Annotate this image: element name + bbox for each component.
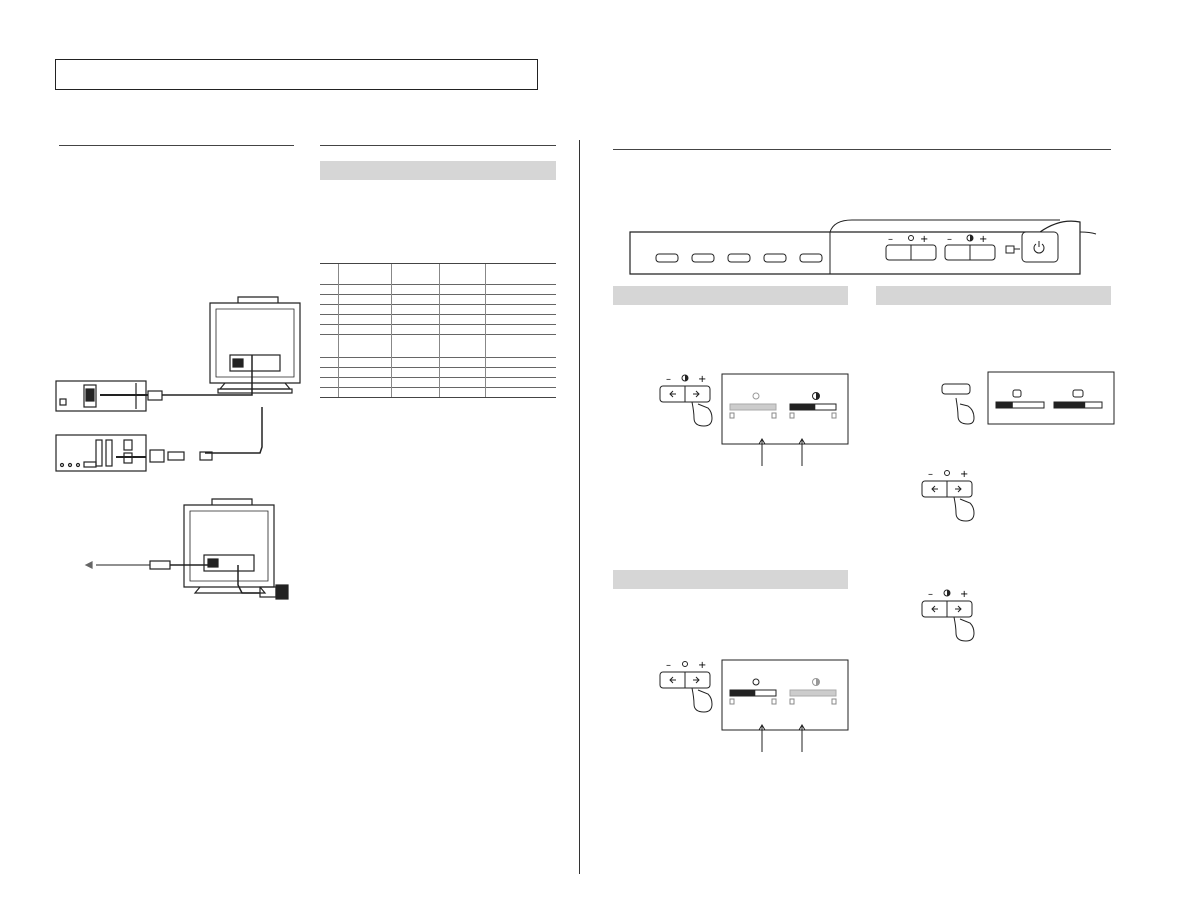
power-icon bbox=[1033, 241, 1045, 254]
finger-icon bbox=[955, 397, 975, 425]
sun-icon bbox=[752, 392, 760, 400]
table-row bbox=[320, 387, 556, 398]
middle-section-rule bbox=[320, 145, 556, 146]
contrast-bar bbox=[789, 689, 837, 697]
table-row bbox=[320, 334, 556, 358]
contrast-plus-label: + bbox=[979, 234, 987, 245]
sun-icon bbox=[944, 470, 950, 476]
plus-label: + bbox=[960, 589, 968, 600]
menu-button[interactable] bbox=[799, 253, 823, 263]
size-adjust-figure bbox=[941, 371, 1115, 425]
sun-icon bbox=[752, 678, 760, 686]
finger-icon bbox=[953, 616, 975, 642]
table-row bbox=[320, 284, 556, 295]
brightness-plus-label: + bbox=[920, 234, 928, 245]
connection-illustration bbox=[55, 296, 301, 600]
right-arrow-icon bbox=[955, 485, 962, 493]
table-row bbox=[320, 304, 556, 315]
table-row bbox=[320, 294, 556, 305]
left-arrow-icon bbox=[669, 676, 676, 684]
plus-label: + bbox=[698, 660, 706, 671]
middle-section-band bbox=[320, 161, 556, 180]
left-section-rule bbox=[59, 145, 294, 146]
power-button[interactable] bbox=[1021, 231, 1059, 263]
title-box bbox=[55, 59, 538, 90]
contrast-control-figure: –+ bbox=[921, 589, 975, 642]
minus-label: – bbox=[928, 589, 933, 600]
front-panel: – + – + bbox=[629, 219, 1097, 275]
minus-label: – bbox=[666, 374, 671, 385]
left-arrow-icon bbox=[931, 605, 938, 613]
table-row bbox=[320, 324, 556, 335]
brightness-control-figure: –+ bbox=[921, 469, 975, 522]
brightness-minus-label: – bbox=[888, 234, 893, 245]
size-left-icon bbox=[1012, 389, 1022, 398]
size-left-bar-fill bbox=[996, 402, 1013, 408]
table-row bbox=[320, 367, 556, 378]
osd-window bbox=[987, 371, 1115, 425]
size-right-icon bbox=[1072, 389, 1084, 398]
left-arrow-icon bbox=[931, 485, 938, 493]
brightness-adjust-figure: –+ bbox=[659, 659, 849, 752]
finger-icon bbox=[953, 496, 975, 522]
minus-label: – bbox=[666, 660, 671, 671]
plus-label: + bbox=[698, 374, 706, 385]
power-indicator bbox=[1005, 245, 1015, 254]
menu-button[interactable] bbox=[763, 253, 787, 263]
table-row bbox=[320, 357, 556, 368]
contrast-minus-label: – bbox=[947, 234, 952, 245]
brightness-control[interactable]: – + bbox=[885, 234, 937, 261]
brightness-bar bbox=[729, 403, 777, 411]
minus-label: – bbox=[928, 469, 933, 480]
contrast-control[interactable]: – + bbox=[944, 234, 996, 261]
left-arrow-icon bbox=[669, 390, 676, 398]
finger-icon bbox=[691, 687, 713, 713]
menu-button[interactable] bbox=[727, 253, 751, 263]
table-row bbox=[320, 263, 556, 285]
right-arrow-icon bbox=[693, 390, 700, 398]
menu-button[interactable] bbox=[691, 253, 715, 263]
menu-button[interactable] bbox=[941, 383, 971, 395]
size-right-bar-fill bbox=[1054, 402, 1086, 408]
page-divider bbox=[579, 140, 580, 874]
contrast-section-band bbox=[613, 286, 848, 305]
right-arrow-icon bbox=[955, 605, 962, 613]
spec-table bbox=[320, 263, 556, 398]
menu-buttons[interactable] bbox=[655, 253, 823, 263]
sun-icon bbox=[908, 235, 914, 241]
contrast-adjust-figure: –+ bbox=[659, 373, 849, 466]
size-section-band bbox=[876, 286, 1111, 305]
table-row bbox=[320, 377, 556, 388]
brightness-section-band bbox=[613, 570, 848, 589]
menu-button[interactable] bbox=[655, 253, 679, 263]
right-section-rule bbox=[613, 149, 1111, 150]
brightness-bar-fill bbox=[730, 690, 756, 696]
contrast-bar-fill bbox=[790, 404, 816, 410]
sun-icon bbox=[682, 661, 688, 667]
plus-label: + bbox=[960, 469, 968, 480]
finger-icon bbox=[691, 401, 713, 427]
right-arrow-icon bbox=[693, 676, 700, 684]
table-row bbox=[320, 314, 556, 325]
